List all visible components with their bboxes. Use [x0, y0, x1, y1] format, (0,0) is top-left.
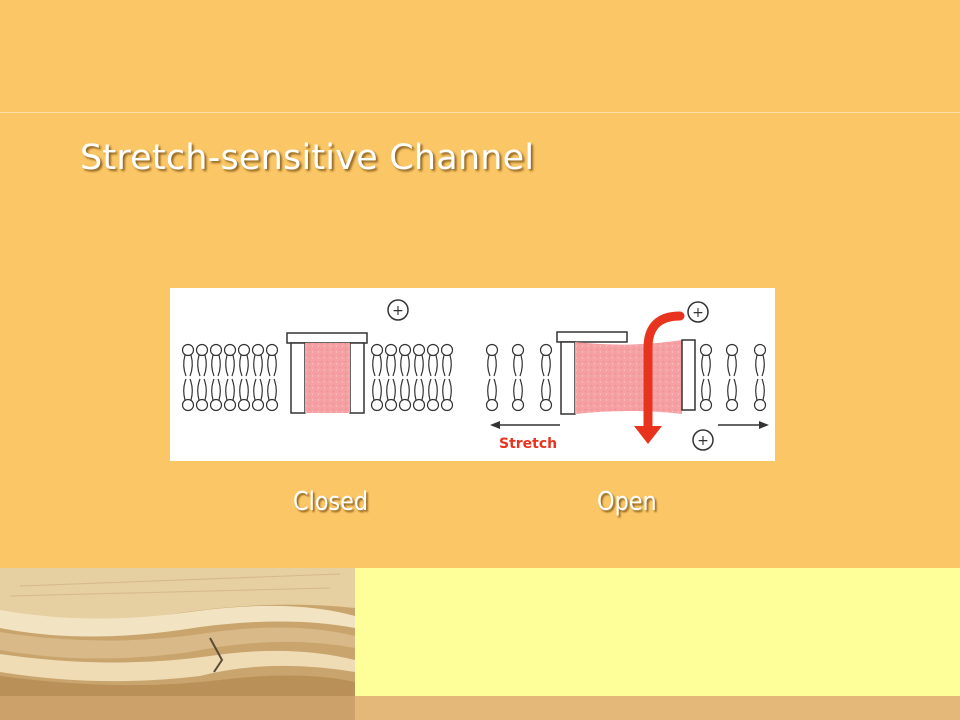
svg-text:+: +: [692, 305, 704, 321]
footer-yellow-band: [355, 568, 960, 696]
stretch-label: Stretch: [499, 436, 557, 452]
caption-closed: Closed: [293, 487, 369, 517]
caption-open: Open: [597, 487, 657, 517]
paper-stack-photo: [0, 568, 355, 720]
ion-flow-arrow-icon: [634, 311, 685, 444]
stretch-arrow-left-icon: [490, 421, 560, 429]
open-ion-top-icon: +: [687, 301, 709, 323]
closed-lipids-left: [181, 343, 279, 412]
slide-title: Stretch-sensitive Channel: [80, 138, 535, 178]
channel-diagram: + + +: [170, 288, 775, 461]
channel-diagram-svg: + + +: [181, 299, 769, 452]
closed-lipids-right: [370, 343, 454, 412]
svg-text:+: +: [697, 433, 709, 449]
open-ion-bottom-icon: +: [692, 429, 714, 451]
header-band: [0, 0, 960, 113]
stretch-arrow-right-icon: [718, 421, 769, 429]
open-channel-protein: [556, 331, 696, 415]
open-lipids-right: [699, 343, 767, 412]
svg-text:+: +: [392, 303, 404, 319]
closed-channel-protein: [286, 332, 368, 414]
open-lipids-left: [485, 343, 553, 412]
closed-ion-icon: +: [387, 299, 409, 321]
footer-strip: [355, 696, 960, 720]
